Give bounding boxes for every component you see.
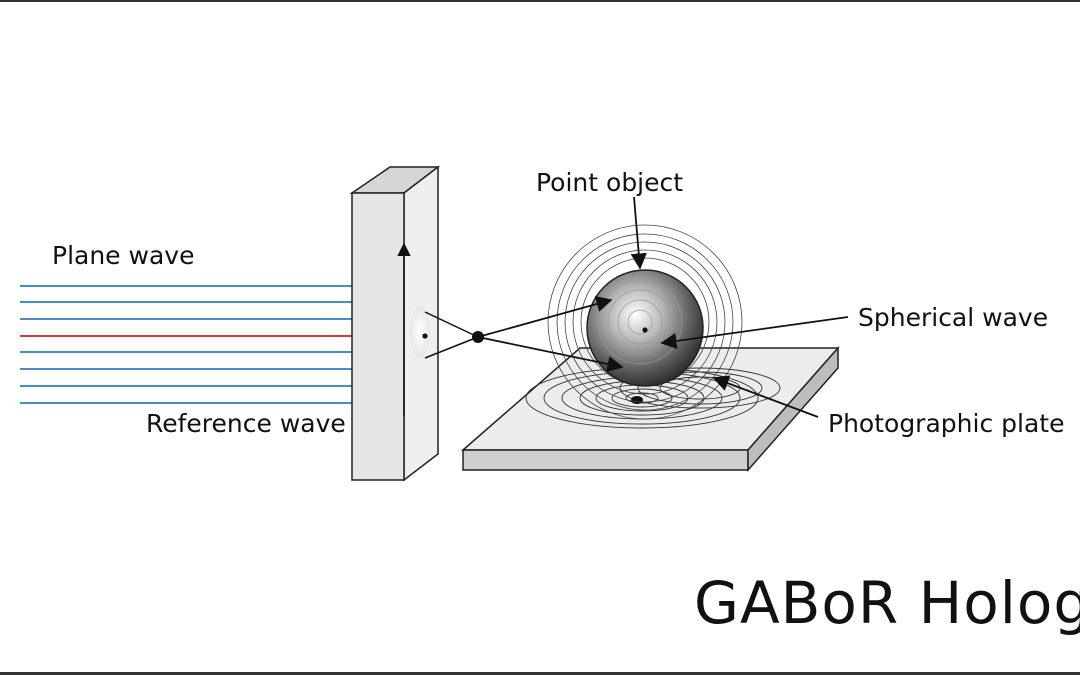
point-object-label: Point object — [536, 168, 684, 197]
arrow-to-sphere — [477, 296, 613, 338]
photographic-plate-label: Photographic plate — [828, 409, 1065, 438]
plane-wave-lines — [20, 285, 402, 404]
plate-hologram-spot — [631, 396, 643, 404]
photographic-plate — [460, 346, 840, 472]
arrow-spherical-wave — [660, 316, 849, 350]
arrow-to-plate — [477, 336, 624, 372]
point-object-sphere — [586, 269, 704, 387]
spherical-wave-label: Spherical wave — [858, 303, 1049, 332]
arrow-photographic-plate — [712, 375, 819, 418]
aperture-block — [349, 165, 441, 482]
page-title: GABoR Hologra — [694, 569, 1080, 637]
frame-top-border — [0, 0, 1080, 2]
frame-bottom-border — [0, 672, 1080, 675]
arrow-point-object — [630, 196, 647, 270]
diagram-arrows — [477, 196, 849, 418]
focus-beams — [424, 311, 479, 359]
spherical-wavefronts — [547, 224, 743, 420]
reference-wave-label: Reference wave — [146, 409, 346, 438]
plane-wave-label: Plane wave — [52, 241, 195, 270]
